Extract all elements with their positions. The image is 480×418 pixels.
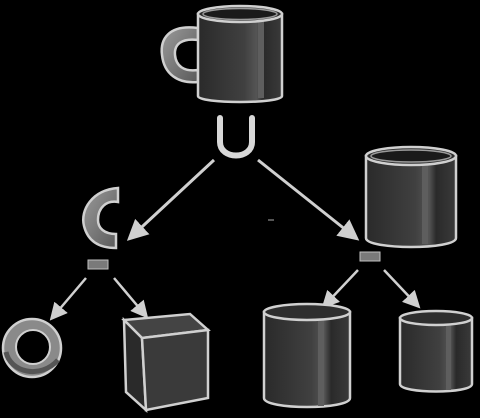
inner-cylinder-body xyxy=(398,316,474,393)
arrow-handle-to-cube xyxy=(113,277,149,319)
inner-cylinder-top xyxy=(398,309,474,327)
inner-cylinder-highlight xyxy=(446,320,451,390)
union-operator-icon xyxy=(217,115,255,159)
open-cylinder-node xyxy=(364,145,458,249)
mug-rim-inner xyxy=(202,7,278,21)
open-cylinder-body xyxy=(364,154,458,249)
torus-shading xyxy=(3,351,60,374)
mug-highlight xyxy=(258,16,264,98)
half-torus-node xyxy=(82,186,120,250)
inner-cylinder-node xyxy=(398,309,474,393)
outer-cylinder-top xyxy=(262,302,352,322)
outer-cylinder-highlight xyxy=(318,314,324,406)
cube-side xyxy=(140,328,210,412)
arrow-union-to-handle xyxy=(126,158,216,241)
mug-node xyxy=(160,4,284,104)
difference-operator-left xyxy=(87,259,109,270)
torus-node xyxy=(1,317,63,379)
open-cylinder-highlight xyxy=(422,158,428,244)
arrow-body-to-inner-cylinder xyxy=(383,269,421,309)
cube-node xyxy=(121,312,211,413)
open-cylinder-rim-inner xyxy=(370,149,452,163)
stray-mark xyxy=(268,219,274,221)
torus-inner xyxy=(15,329,51,365)
arrow-union-to-body xyxy=(257,158,360,241)
arrow-handle-to-torus xyxy=(49,277,87,321)
difference-operator-right xyxy=(359,251,381,262)
mug-handle xyxy=(160,26,200,84)
arrow-body-to-outer-cylinder xyxy=(321,269,359,309)
half-torus-shape xyxy=(82,186,120,250)
outer-cylinder-node xyxy=(262,302,352,409)
mug-body xyxy=(196,12,284,104)
outer-cylinder-body xyxy=(262,310,352,409)
